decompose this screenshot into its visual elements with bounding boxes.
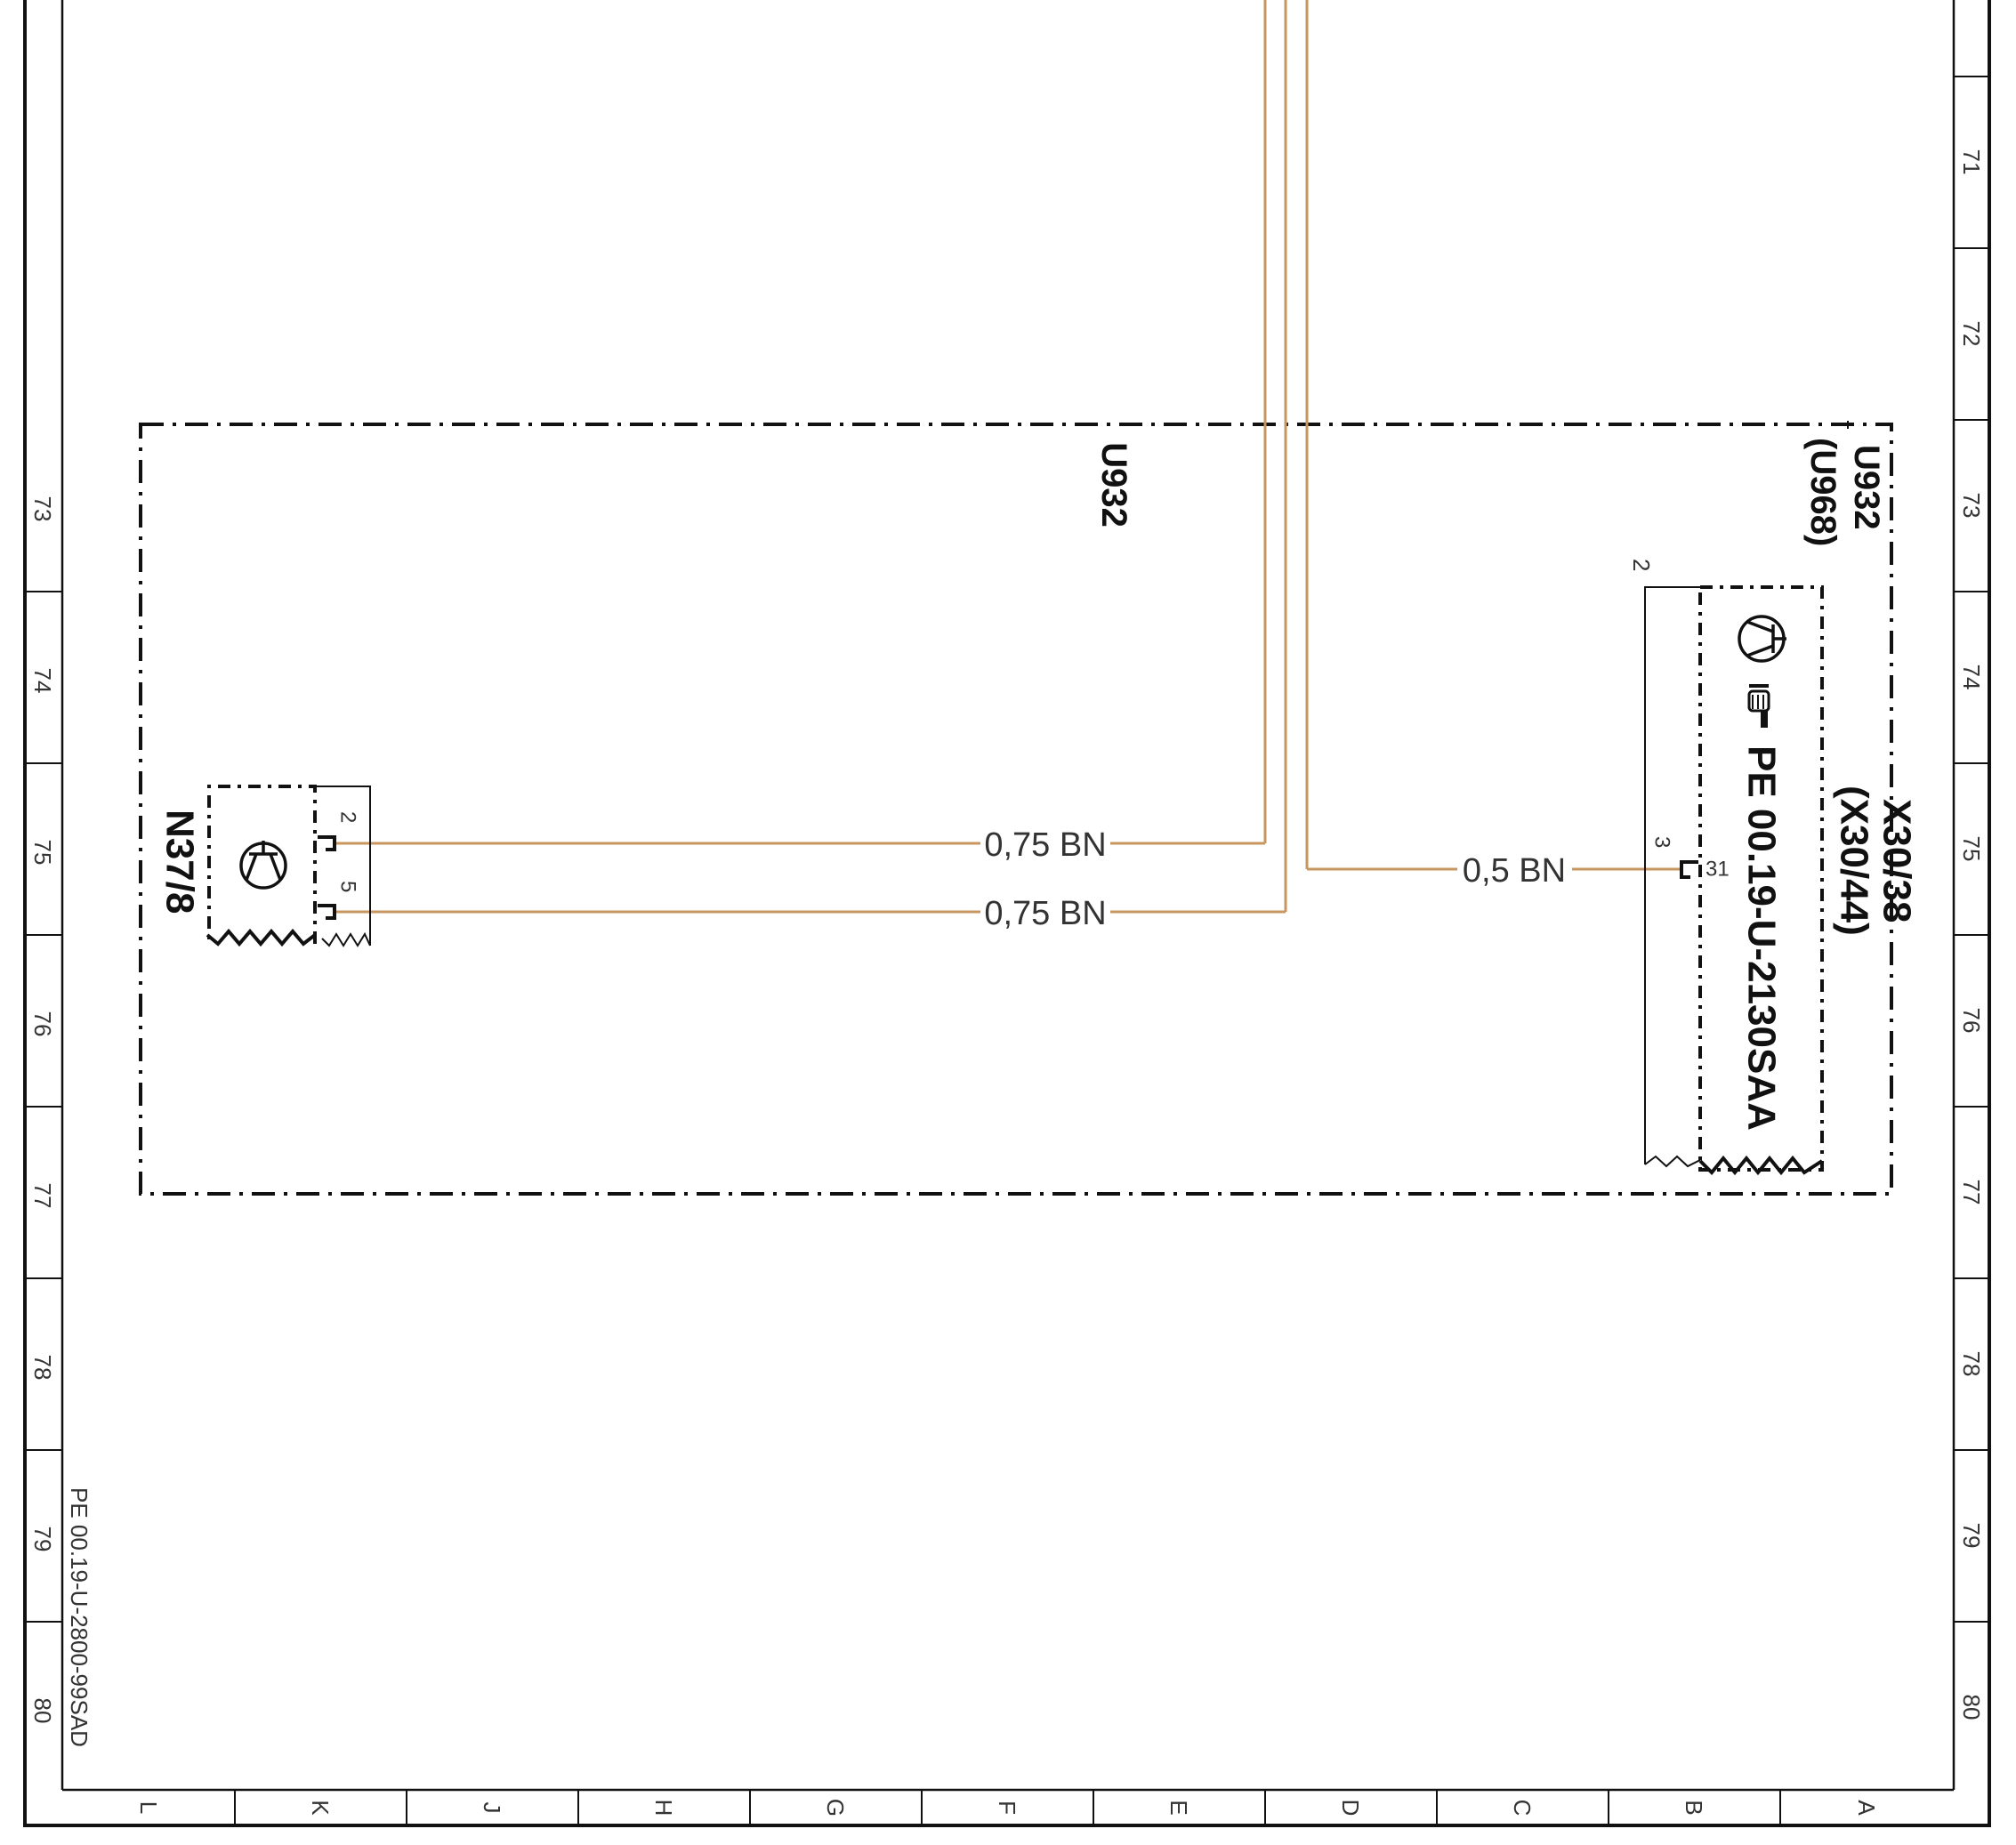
pin-number: 5 (336, 881, 360, 892)
wire-bundle (336, 0, 1680, 914)
sensor-designation: X30/38 (1875, 799, 1919, 922)
pointing-hand-icon (1747, 684, 1770, 728)
sensor-left-box (207, 785, 317, 944)
wire-label: 0,5 BN (1463, 852, 1566, 890)
module-boundary (139, 423, 1893, 1196)
row-number: 79 (1958, 1523, 1985, 1549)
column-letter: K (307, 1800, 334, 1816)
transistor-symbol-icon (1738, 615, 1786, 663)
pin-number: 3 (1650, 836, 1674, 848)
row-number: 74 (1958, 665, 1985, 690)
column-letters: L K J H G F E D C B A (135, 1799, 1880, 1817)
row-number: 80 (1958, 1695, 1985, 1720)
row-number: 73 (29, 496, 56, 522)
sensor-alt-designation: (X30/44) (1833, 786, 1876, 936)
column-letter: F (994, 1801, 1020, 1815)
column-letter: E (1165, 1800, 1192, 1815)
row-number: 77 (29, 1183, 56, 1209)
column-letter: C (1509, 1800, 1536, 1817)
row-number: 78 (29, 1355, 56, 1381)
column-letter: D (1337, 1800, 1364, 1817)
column-letter: A (1853, 1800, 1880, 1816)
row-number: 74 (29, 668, 56, 694)
pin-number: 2 (1628, 559, 1655, 571)
sensor-right-bottom-zigzag (1698, 1155, 1824, 1176)
row-number: 71 (1958, 149, 1985, 175)
pin-number: 2 (336, 811, 360, 823)
module-label: U932 (1094, 442, 1133, 528)
pin-terminal (1680, 860, 1698, 879)
connector-housing-zigzag (1644, 1155, 1701, 1168)
connector-housing (1644, 586, 1700, 1164)
wire-label: 0,75 BN (984, 826, 1106, 864)
row-number: 79 (29, 1527, 56, 1552)
pin-terminal (318, 835, 336, 851)
right-row-numbers: 71 72 73 74 75 76 77 78 79 80 (1958, 149, 1985, 1720)
wire-label: 0,75 BN (984, 895, 1106, 932)
column-letter: B (1681, 1800, 1707, 1815)
connector-housing-zigzag (321, 931, 371, 947)
row-number: 77 (1958, 1180, 1985, 1205)
right-row-ticks (1954, 76, 1989, 1623)
row-number: 72 (1958, 321, 1985, 347)
sensor-n37-8: 2 5 N37/8 (158, 785, 371, 947)
row-number: 76 (1958, 1008, 1985, 1034)
sensor-designation: N37/8 (158, 810, 202, 914)
sensor-x30-38: 2 3 31 PE 00.19-U-2130SAA X30/38 (X30/44… (1628, 559, 1919, 1176)
document-id: PE 00.19-U-2800-99SAD (66, 1487, 93, 1747)
pin-terminal (318, 904, 336, 920)
row-number: 80 (29, 1698, 56, 1724)
column-letter: L (135, 1801, 162, 1814)
pin-number: 31 (1706, 858, 1730, 882)
row-number: 75 (1958, 836, 1985, 862)
module-header-line1: U932 (1847, 445, 1886, 530)
column-letter: H (650, 1800, 677, 1817)
column-ticks (234, 1790, 1781, 1825)
left-row-ticks (25, 591, 62, 1623)
column-letter: J (479, 1802, 505, 1814)
row-number: 76 (29, 1011, 56, 1037)
left-row-numbers: 73 74 75 76 77 78 79 80 (29, 496, 56, 1724)
sensor-reference: PE 00.19-U-2130SAA (1740, 745, 1784, 1131)
row-number: 75 (29, 840, 56, 866)
row-number: 78 (1958, 1351, 1985, 1377)
column-letter: G (822, 1799, 849, 1817)
outer-frame (23, 0, 1991, 1827)
connector-housing (315, 786, 371, 946)
transistor-symbol-icon (239, 841, 287, 890)
sensor-left-bottom-zigzag (206, 928, 317, 947)
row-number: 73 (1958, 493, 1985, 519)
module-header-line2: (U968) (1803, 438, 1843, 546)
